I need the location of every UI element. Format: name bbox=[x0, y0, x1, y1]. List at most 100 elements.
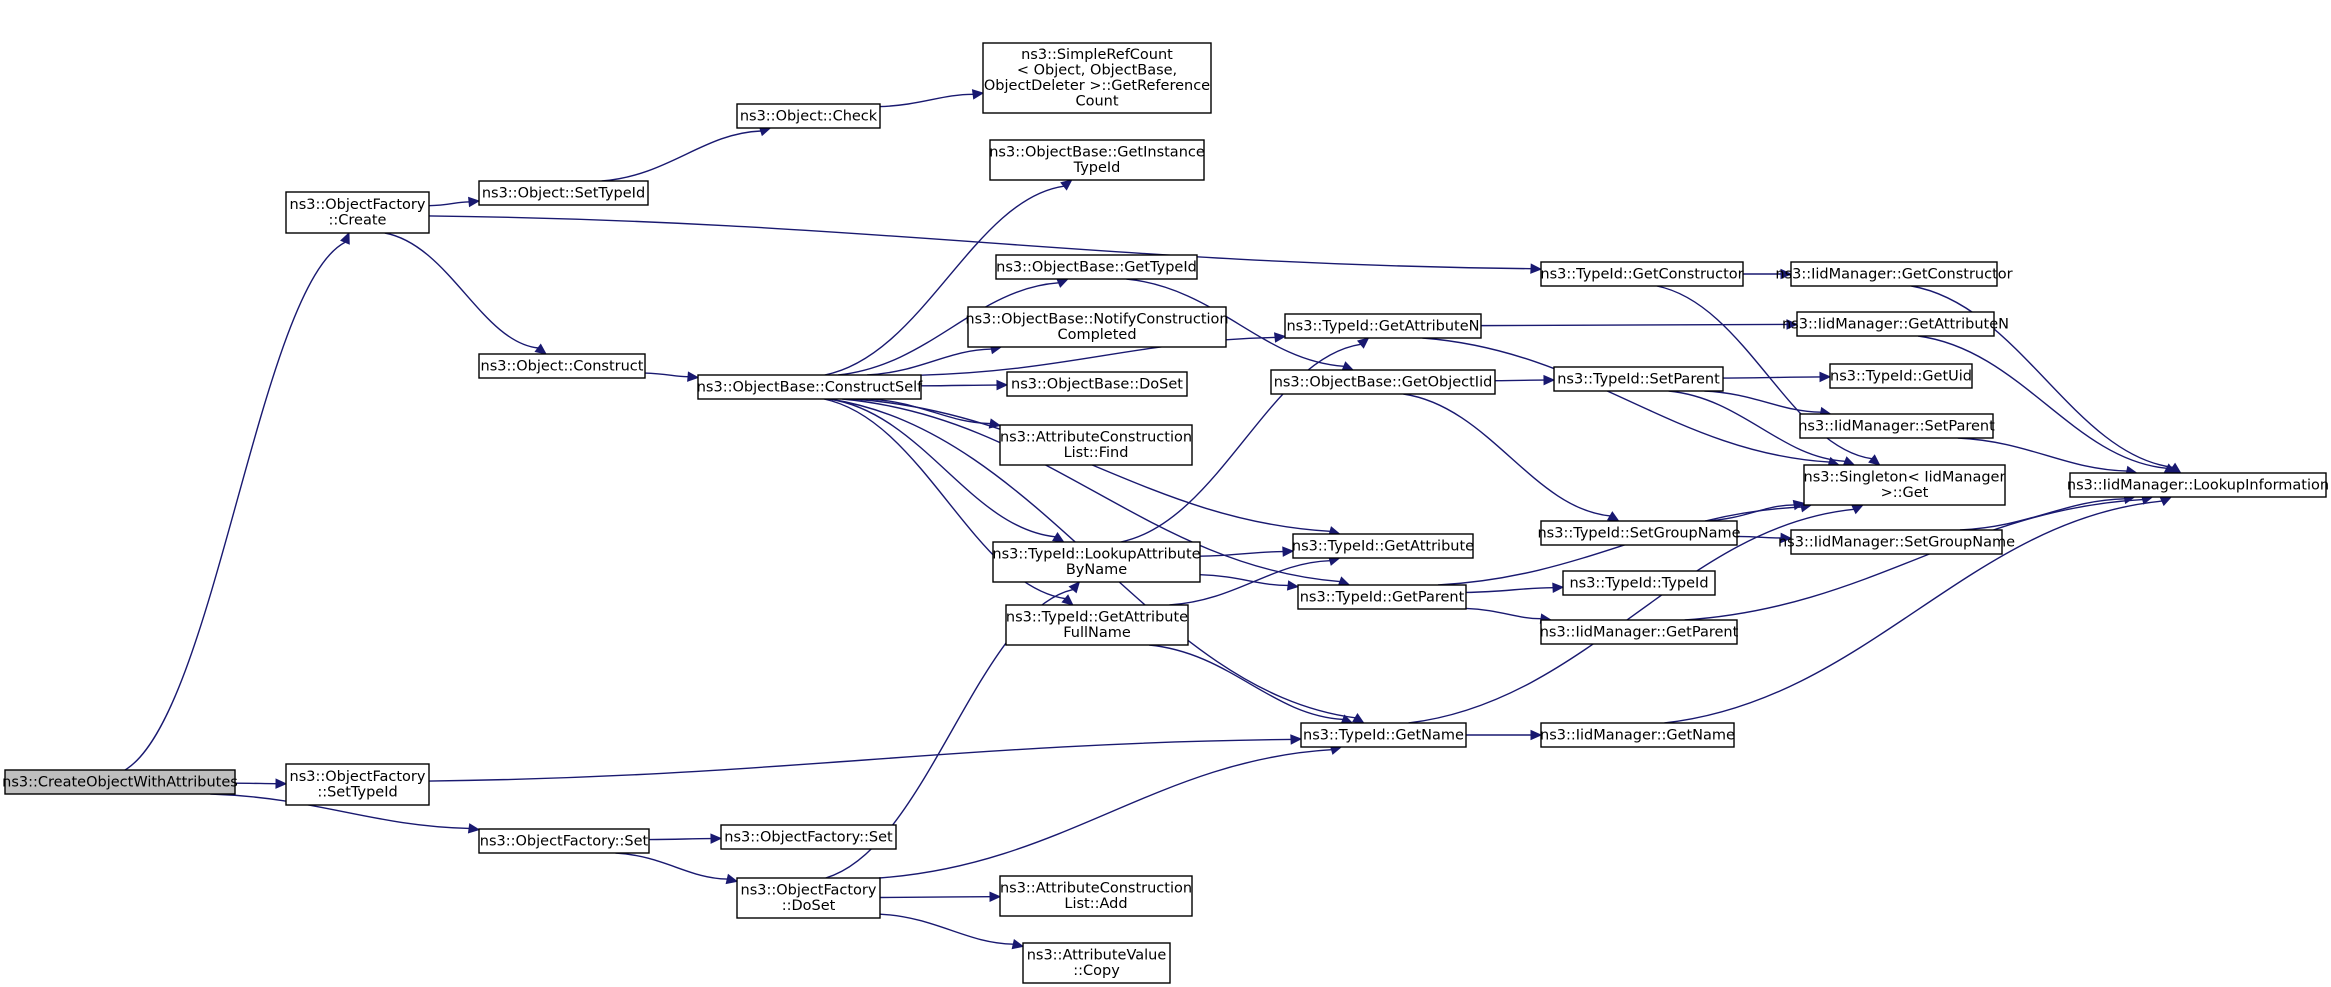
node-box[interactable] bbox=[1300, 722, 1467, 748]
node-box[interactable] bbox=[999, 875, 1193, 917]
node-lookupinfo[interactable]: ns3::IidManager::LookupInformation bbox=[2067, 472, 2329, 498]
node-label: ns3::TypeId::GetName bbox=[1303, 727, 1464, 743]
node-label: ns3::TypeId::SetParent bbox=[1557, 371, 1720, 387]
node-label: ns3::ObjectBase::NotifyConstruction bbox=[965, 312, 1228, 328]
node-box[interactable] bbox=[1297, 584, 1467, 610]
node-iidgetparent[interactable]: ns3::IidManager::GetParent bbox=[1540, 619, 1739, 645]
node-iidsetgroupname[interactable]: ns3::IidManager::SetGroupName bbox=[1778, 529, 2015, 555]
node-box[interactable] bbox=[720, 824, 897, 850]
nodes-layer: ns3::CreateObjectWithAttributesns3::Obje… bbox=[2, 42, 2329, 984]
node-box[interactable] bbox=[736, 103, 881, 129]
edge-getconstructor-to-iidgetconstructor bbox=[1742, 268, 1793, 280]
node-getname[interactable]: ns3::TypeId::GetName bbox=[1300, 722, 1467, 748]
node-box[interactable] bbox=[1005, 604, 1189, 646]
node-constructself[interactable]: ns3::ObjectBase::ConstructSelf bbox=[697, 374, 923, 400]
node-ofset[interactable]: ns3::ObjectFactory::Set bbox=[478, 828, 650, 854]
node-box[interactable] bbox=[999, 424, 1193, 466]
node-label: ns3::AttributeValue bbox=[1027, 948, 1167, 964]
node-singleton[interactable]: ns3::Singleton< IidManager>::Get bbox=[1803, 464, 2006, 506]
node-box[interactable] bbox=[2069, 472, 2327, 498]
node-box[interactable] bbox=[1270, 369, 1496, 395]
node-box[interactable] bbox=[1790, 529, 2003, 555]
node-box[interactable] bbox=[989, 139, 1205, 181]
node-refcount[interactable]: ns3::SimpleRefCount< Object, ObjectBase,… bbox=[982, 42, 1212, 114]
node-box[interactable] bbox=[1562, 570, 1716, 596]
node-box[interactable] bbox=[4, 769, 236, 795]
node-box[interactable] bbox=[1540, 520, 1738, 546]
node-getconstructor[interactable]: ns3::TypeId::GetConstructor bbox=[1540, 261, 1744, 287]
node-box[interactable] bbox=[1803, 464, 2006, 506]
node-iidgetname[interactable]: ns3::IidManager::GetName bbox=[1540, 722, 1735, 748]
node-box[interactable] bbox=[995, 254, 1198, 280]
node-box[interactable] bbox=[285, 763, 430, 806]
edge-constructself-to-obdoset bbox=[920, 379, 1009, 391]
node-label: ns3::IidManager::GetAttributeN bbox=[1782, 316, 2009, 332]
node-box[interactable] bbox=[697, 374, 922, 400]
node-label: ns3::Singleton< IidManager bbox=[1804, 470, 2006, 486]
node-iidgetattributen[interactable]: ns3::IidManager::GetAttributeN bbox=[1782, 311, 2009, 337]
node-setgroupname[interactable]: ns3::TypeId::SetGroupName bbox=[1537, 520, 1741, 546]
node-label: List::Add bbox=[1064, 896, 1127, 912]
edge-iidgetparent-to-lookupinfo bbox=[1684, 494, 2154, 621]
node-box[interactable] bbox=[478, 353, 646, 379]
edge-setgroupname-to-iidsetgroupname bbox=[1736, 532, 1793, 544]
node-root[interactable]: ns3::CreateObjectWithAttributes bbox=[2, 769, 238, 795]
node-obgettypeid[interactable]: ns3::ObjectBase::GetTypeId bbox=[995, 254, 1198, 280]
node-box[interactable] bbox=[1540, 261, 1744, 287]
node-label: ns3::SimpleRefCount bbox=[1021, 47, 1173, 63]
node-box[interactable] bbox=[285, 191, 430, 234]
node-objcheck[interactable]: ns3::Object::Check bbox=[736, 103, 881, 129]
node-iidgetconstructor[interactable]: ns3::IidManager::GetConstructor bbox=[1775, 261, 2013, 287]
node-ofcreate[interactable]: ns3::ObjectFactory::Create bbox=[285, 191, 430, 234]
node-box[interactable] bbox=[1540, 722, 1735, 748]
node-notifyconstruction[interactable]: ns3::ObjectBase::NotifyConstructionCompl… bbox=[965, 306, 1229, 348]
edge-objsettypeid-to-objcheck bbox=[601, 126, 772, 182]
node-box[interactable] bbox=[1006, 371, 1188, 397]
edge-ofdoset-to-acladd bbox=[879, 891, 1002, 903]
node-label: ns3::IidManager::GetConstructor bbox=[1775, 266, 2012, 282]
node-setparent[interactable]: ns3::TypeId::SetParent bbox=[1553, 366, 1724, 392]
node-objconstruct[interactable]: ns3::Object::Construct bbox=[478, 353, 646, 379]
node-box[interactable] bbox=[1799, 413, 1994, 439]
node-box[interactable] bbox=[982, 42, 1212, 114]
node-typeidctor[interactable]: ns3::TypeId::TypeId bbox=[1562, 570, 1716, 596]
node-box[interactable] bbox=[992, 541, 1201, 583]
node-getuid[interactable]: ns3::TypeId::GetUid bbox=[1829, 363, 1973, 389]
node-box[interactable] bbox=[478, 828, 650, 854]
node-getobjectiid[interactable]: ns3::ObjectBase::GetObjectIid bbox=[1270, 369, 1496, 395]
node-box[interactable] bbox=[478, 180, 649, 206]
node-box[interactable] bbox=[1790, 261, 1998, 287]
node-label: ns3::ObjectFactory bbox=[290, 197, 426, 213]
node-ofdoset[interactable]: ns3::ObjectFactory::DoSet bbox=[736, 877, 881, 919]
node-box[interactable] bbox=[1829, 363, 1973, 389]
node-label: ns3::ObjectBase::ConstructSelf bbox=[697, 379, 923, 395]
node-obdoset[interactable]: ns3::ObjectBase::DoSet bbox=[1006, 371, 1188, 397]
node-box[interactable] bbox=[1284, 313, 1482, 339]
node-box[interactable] bbox=[967, 306, 1227, 348]
node-box[interactable] bbox=[1540, 619, 1738, 645]
node-ofset2[interactable]: ns3::ObjectFactory::Set bbox=[720, 824, 897, 850]
node-avcopy[interactable]: ns3::AttributeValue::Copy bbox=[1022, 942, 1171, 984]
node-label: ns3::IidManager::GetName bbox=[1540, 727, 1735, 743]
edge-setparent-to-iidsetparent bbox=[1704, 390, 1832, 418]
node-box[interactable] bbox=[1292, 533, 1474, 559]
node-box[interactable] bbox=[736, 877, 881, 919]
node-getattribute[interactable]: ns3::TypeId::GetAttribute bbox=[1292, 533, 1474, 559]
node-box[interactable] bbox=[1553, 366, 1724, 392]
node-box[interactable] bbox=[1796, 311, 1995, 337]
node-iidsetparent[interactable]: ns3::IidManager::SetParent bbox=[1798, 413, 1995, 439]
node-getparent[interactable]: ns3::TypeId::GetParent bbox=[1297, 584, 1467, 610]
node-label: ns3::Object::Check bbox=[740, 108, 878, 124]
node-objsettypeid[interactable]: ns3::Object::SetTypeId bbox=[478, 180, 649, 206]
node-getattributen[interactable]: ns3::TypeId::GetAttributeN bbox=[1284, 313, 1482, 339]
node-label: ns3::TypeId::GetConstructor bbox=[1540, 266, 1743, 282]
edge-getname-to-iidgetname bbox=[1466, 729, 1543, 741]
node-box[interactable] bbox=[1022, 942, 1171, 984]
node-ofsettypeid[interactable]: ns3::ObjectFactory::SetTypeId bbox=[285, 763, 430, 806]
